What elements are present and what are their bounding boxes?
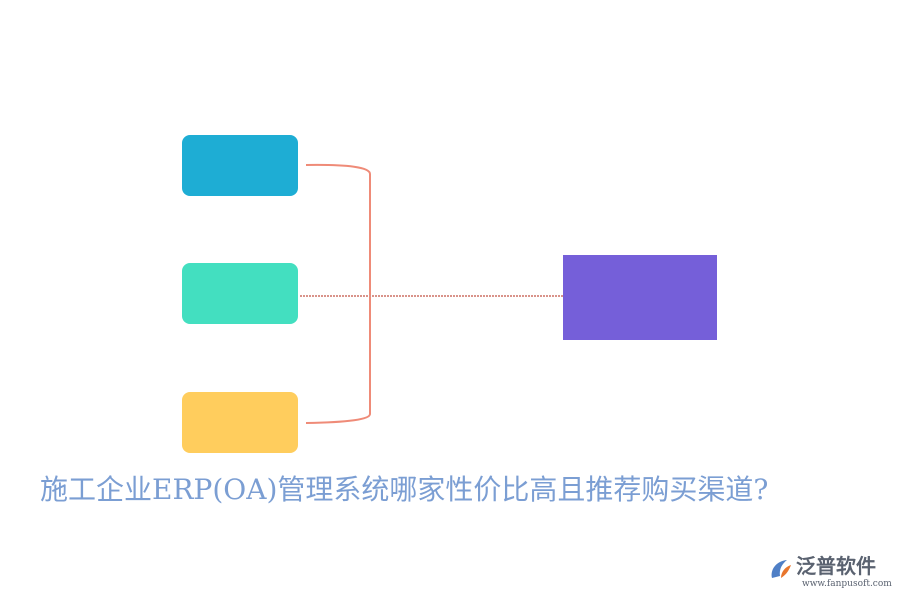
watermark-url: www.fanpusoft.com	[802, 579, 892, 589]
node-top	[182, 135, 298, 196]
node-bottom	[182, 392, 298, 453]
node-target	[563, 255, 717, 340]
node-middle	[182, 263, 298, 324]
watermark-name: 泛普软件	[796, 554, 876, 578]
fanpu-logo-icon	[771, 560, 791, 578]
diagram-caption: 施工企业ERP(OA)管理系统哪家性价比高且推荐购买渠道?	[40, 473, 769, 506]
bracket-connector	[305, 163, 371, 424]
watermark: 泛普软件 www.fanpusoft.com	[768, 552, 894, 592]
